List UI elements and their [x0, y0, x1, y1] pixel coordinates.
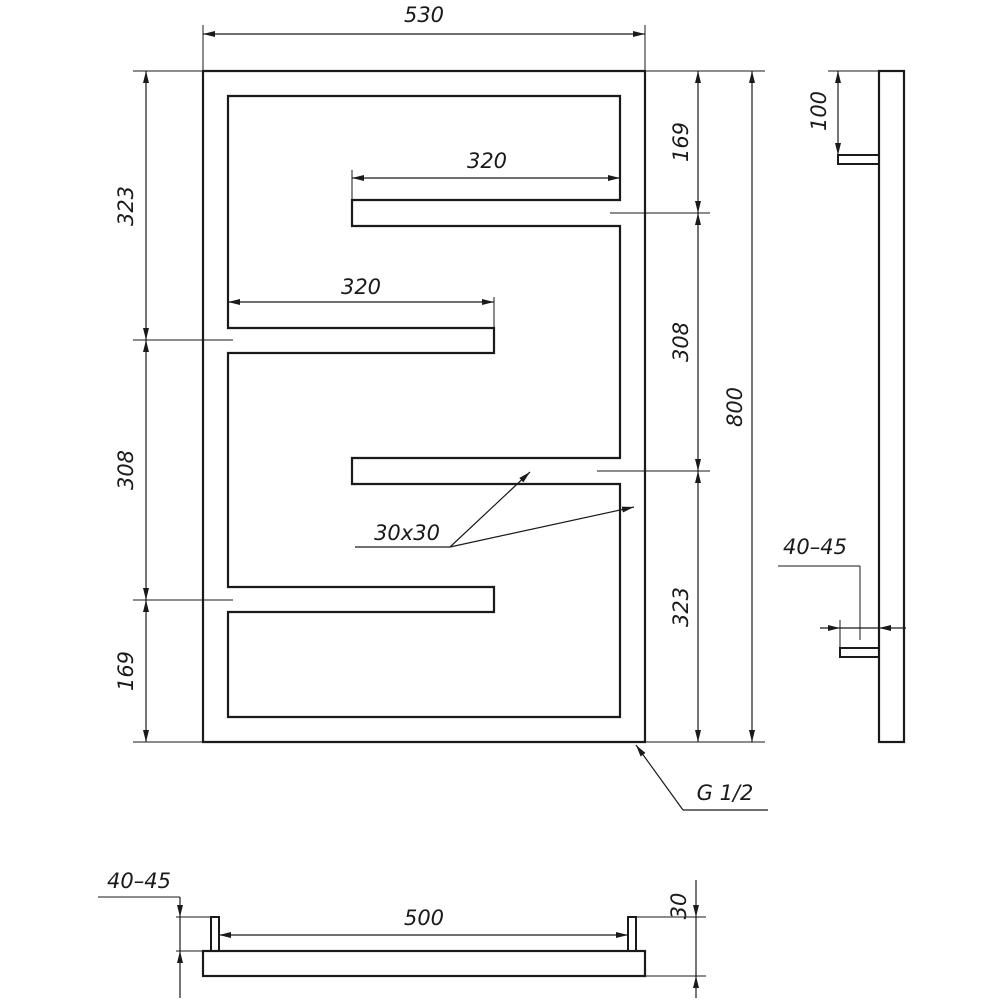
side-view: 100 40–45 [778, 69, 906, 744]
top-bracket [837, 154, 880, 165]
dimension-lines [143, 31, 755, 742]
towel-rail-body [201, 69, 647, 744]
dim-right-mid: 308 [669, 322, 693, 362]
right-connection [627, 916, 637, 952]
left-connection [210, 916, 220, 952]
dim-thread: G 1/2 [697, 781, 754, 805]
dim-lower-bar: 320 [341, 275, 381, 299]
dim-bottom-gap: 40–45 [107, 869, 171, 893]
dim-left-mid: 308 [114, 450, 138, 490]
leader-lines [355, 471, 768, 811]
dim-connection-spacing: 500 [404, 906, 444, 930]
side-panel [877, 69, 906, 744]
dim-side-gap: 40–45 [783, 535, 847, 559]
dim-tube-section: 30x30 [374, 521, 440, 545]
dim-left-top: 323 [114, 186, 138, 226]
dim-overall-width: 530 [404, 3, 444, 27]
bottom-bracket [839, 647, 880, 658]
front-view [201, 69, 647, 744]
dim-right-top: 169 [669, 122, 693, 162]
dim-upper-bar: 320 [467, 149, 507, 173]
dim-side-offset: 100 [807, 91, 831, 131]
dim-left-bottom: 169 [114, 651, 138, 691]
dim-bottom-height: 30 [667, 893, 691, 920]
bottom-view: 40–45 500 30 [98, 869, 706, 998]
dim-right-bottom: 323 [669, 587, 693, 627]
bottom-panel [201, 949, 647, 978]
dim-overall-height: 800 [723, 387, 747, 427]
